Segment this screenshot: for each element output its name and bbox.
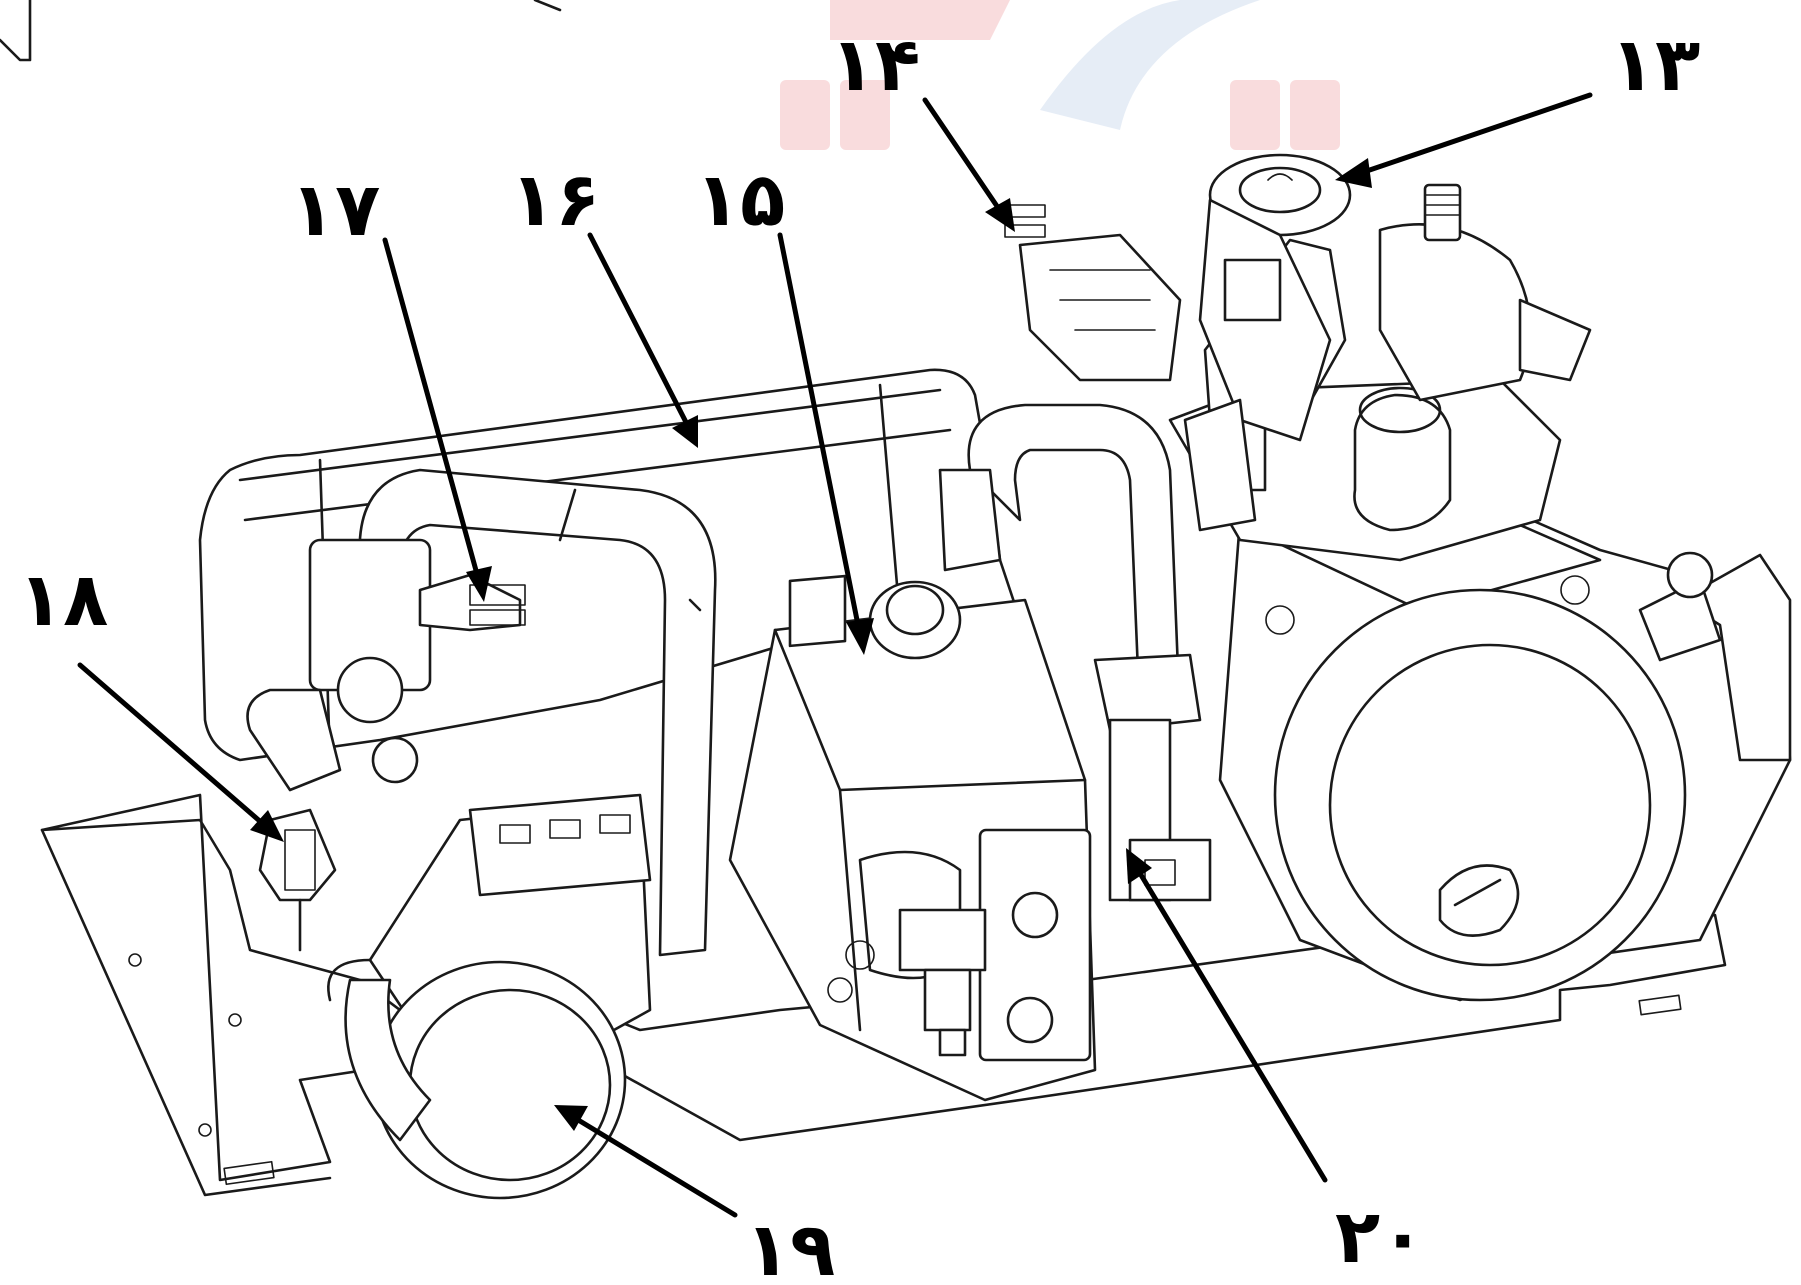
leader-15 (777, 232, 863, 638)
watermark-logo (780, 0, 1340, 150)
callout-15: ۱۵ (695, 157, 785, 243)
callout-16: ۱۶ (510, 157, 600, 243)
callout-labels: ۱۳ ۱۴ ۱۵ ۱۶ ۱۷ ۱۸ ۱۹ ۲۰ (18, 22, 1700, 1285)
callout-19: ۱۹ (745, 1207, 835, 1285)
callout-20: ۲۰ (1335, 1194, 1425, 1280)
callout-17: ۱۷ (290, 167, 380, 253)
leader-20 (1132, 862, 1328, 1183)
leader-18 (77, 662, 273, 833)
top-manifold-valves (1004, 153, 1592, 562)
leader-arrows (77, 92, 1593, 1218)
leader-14 (922, 97, 1008, 221)
callout-13: ۱۳ (1610, 22, 1700, 108)
secondary-pump (327, 793, 652, 1200)
callout-18: ۱۸ (18, 557, 108, 643)
main-circulation-pump (1218, 478, 1792, 1002)
adjacent-part-fragment (0, 0, 32, 62)
leader-17 (382, 237, 483, 588)
leader-13 (1352, 92, 1593, 178)
gas-valve-block (728, 574, 1097, 1102)
callout-14: ۱۴ (830, 22, 920, 108)
adjacent-part-fragment-2 (533, 0, 562, 12)
leader-19 (567, 1112, 738, 1218)
left-loop-pipe (358, 468, 717, 957)
leader-16 (587, 232, 693, 433)
right-loop-pipe (938, 403, 1212, 902)
